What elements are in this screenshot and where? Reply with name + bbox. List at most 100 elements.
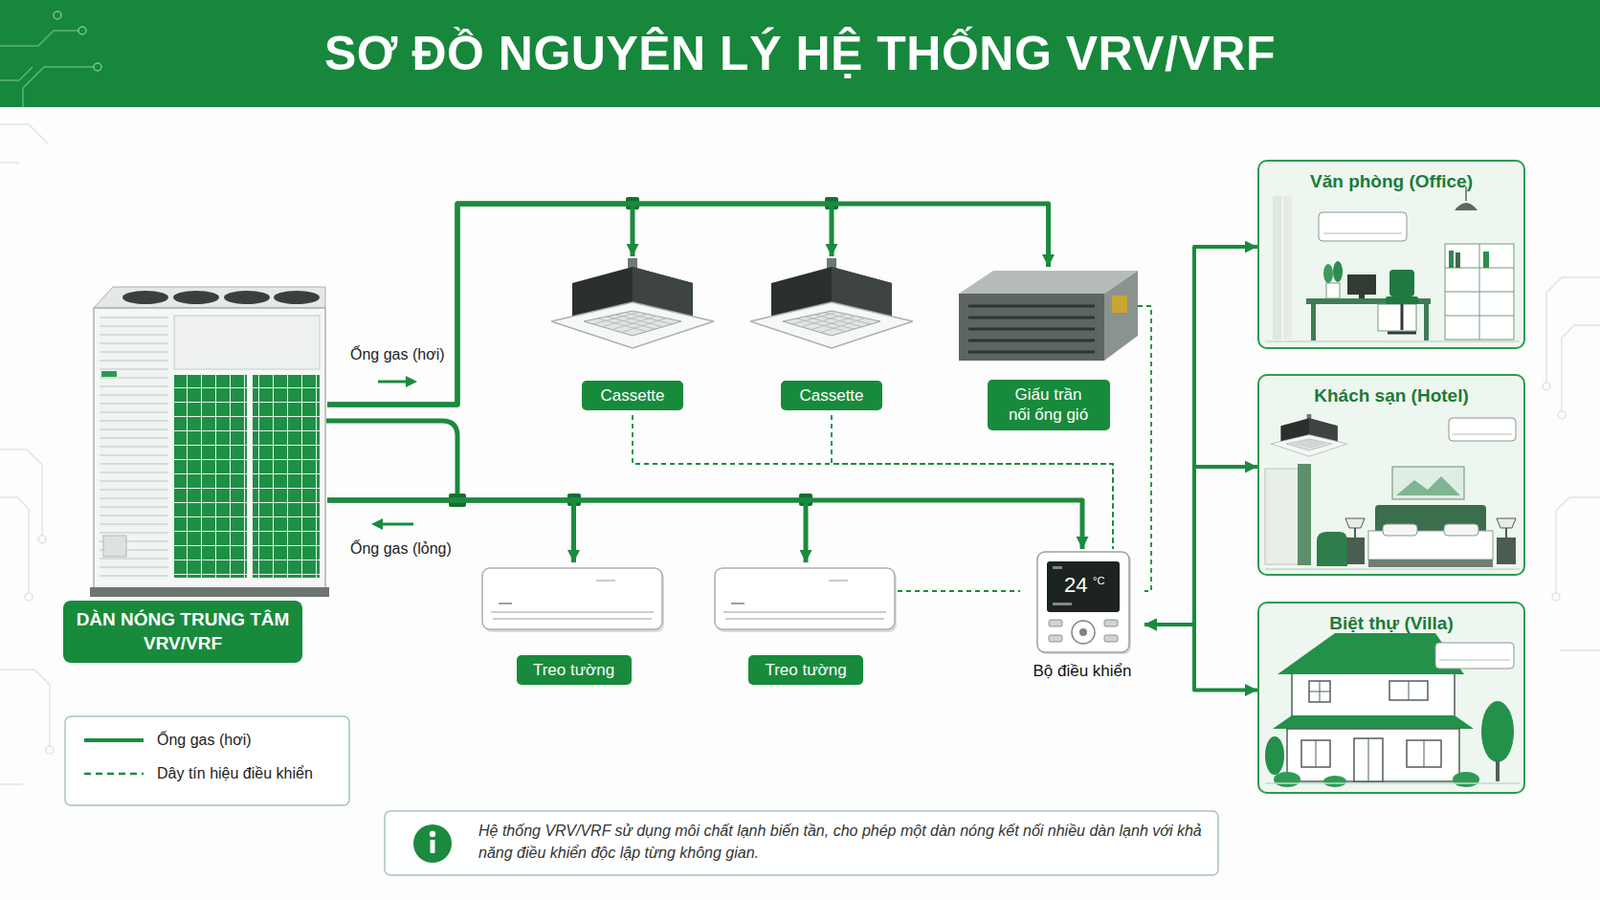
legend-row: Dây tín hiệu điều khiển: [84, 765, 313, 783]
cassette-unit: [551, 258, 714, 349]
office-scene: [1454, 202, 1478, 211]
outdoor-unit: [223, 290, 270, 305]
cassette-unit: [750, 258, 913, 349]
unit-label: Treo tường: [516, 655, 632, 686]
villa-scene: [1265, 736, 1285, 776]
circuit-decoration: [0, 124, 48, 163]
outdoor-unit: [173, 290, 220, 305]
controller-node: Bộ điều khiển: [1020, 549, 1145, 684]
office-scene: [1318, 212, 1407, 242]
info-box: [384, 811, 1219, 876]
circuit-decoration: [1552, 593, 1560, 601]
legend-line: [84, 773, 144, 777]
office-scene: [1387, 304, 1417, 334]
info-box: [430, 840, 436, 854]
circuit-decoration: [45, 746, 54, 755]
hotel-scene: [1448, 418, 1516, 442]
office-scene: [1283, 196, 1292, 340]
panel-background: [1257, 374, 1526, 577]
villa-scene: [1354, 738, 1383, 782]
hotel-scene: [1392, 466, 1465, 500]
panel-background: [1257, 159, 1526, 795]
panel-heading: Văn phòng (Office): [1310, 171, 1473, 193]
info-box: [429, 831, 436, 838]
pipe-label: Ống gas (hơi): [350, 346, 445, 364]
title-band: [93, 63, 102, 71]
unit-label: Treo tường: [748, 655, 864, 686]
villa-scene: [1389, 681, 1428, 701]
circuit-decoration: [0, 124, 1600, 785]
application-panel: Khách sạn (Hotel): [1257, 374, 1526, 577]
pipe-fittings: [326, 421, 458, 501]
villa-scene: [1452, 772, 1480, 788]
villa-scene: [1323, 776, 1347, 788]
info-box: [413, 824, 452, 864]
legend-box: [65, 716, 350, 806]
refrigerant-pipe: [327, 500, 806, 563]
villa-scene: [1406, 740, 1442, 768]
office-scene: [1385, 296, 1419, 305]
office-scene: [1358, 293, 1365, 299]
hotel-scene: [1505, 528, 1508, 538]
office-scene: [1377, 304, 1417, 332]
villa-scene: [1481, 701, 1514, 763]
hotel-scene: [1265, 468, 1300, 565]
office-scene: [1448, 250, 1454, 268]
circuit-decoration: [24, 593, 33, 601]
remote-controller: [1052, 566, 1063, 570]
office-scene: [1347, 274, 1377, 295]
villa-scene: [1309, 681, 1331, 703]
office-scene: [1323, 264, 1334, 284]
circuit-decoration: [38, 535, 46, 544]
remote-controller: [1071, 621, 1095, 645]
hotel-scene: [1496, 537, 1516, 565]
cassette-unit: [551, 258, 913, 349]
hotel-scene: [1297, 464, 1312, 566]
outdoor-unit: [103, 535, 127, 557]
office-scene: [1483, 251, 1489, 268]
legend-text: Ống gas (hơi): [156, 732, 252, 750]
remote-controller: [1048, 635, 1063, 643]
panel-heading: Biệt thự (Villa): [1329, 613, 1454, 635]
application-panel: Biệt thự (Villa): [1257, 601, 1526, 795]
panel-background: [1257, 601, 1526, 795]
villa-scene: [1287, 729, 1460, 782]
ducted-unit: [1104, 270, 1138, 361]
application-panel: Văn phòng (Office): [1257, 159, 1526, 350]
signal-wire: [632, 415, 1113, 550]
remote-controller: [1048, 620, 1063, 627]
legend-text: Dây tín hiệu điều khiển: [156, 765, 313, 783]
circuit-decoration: [0, 449, 50, 785]
outdoor-unit: [89, 287, 330, 598]
office-scene: [1423, 304, 1429, 341]
outdoor-unit: [252, 375, 320, 578]
villa-scene: [1301, 740, 1331, 768]
unit-label: Giấu trần nối ống gió: [987, 379, 1111, 431]
office-scene: [1323, 233, 1402, 235]
outdoor-unit: [89, 587, 330, 598]
hotel-scene: [1444, 524, 1479, 536]
hotel-scene: [1354, 528, 1356, 538]
flow-arrow: [371, 376, 418, 531]
legend-sample: [84, 733, 144, 748]
office-scene: [1455, 252, 1461, 268]
unit-label: Cassette: [581, 380, 684, 411]
info-box: [384, 811, 1219, 876]
villa-scene: [1495, 760, 1500, 782]
remote-controller: [1037, 552, 1132, 655]
remote-controller: [1037, 552, 1130, 653]
office-scene: [1333, 261, 1343, 283]
signal-wire: [897, 590, 1021, 593]
office-scene: [1326, 283, 1340, 299]
title-band: [53, 11, 62, 20]
office-scene: [1265, 340, 1520, 343]
circuit-decoration: [1542, 382, 1551, 391]
control-link: [1144, 624, 1258, 690]
hotel-scene: [1316, 532, 1348, 567]
unit-label: Cassette: [780, 380, 883, 411]
hotel-scene: [1452, 434, 1512, 436]
title-band: [0, 30, 94, 108]
